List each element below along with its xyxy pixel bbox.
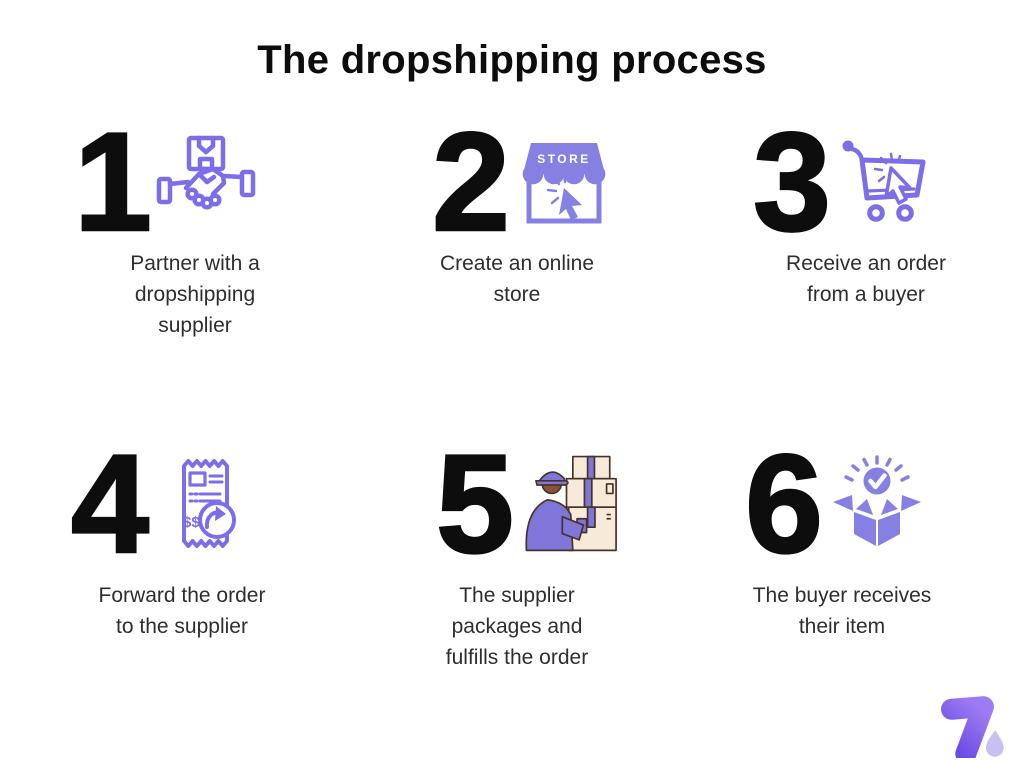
supplier-packing-icon [518,451,634,557]
logo-drop-shape [985,730,1004,757]
step-6: 6 [692,432,992,642]
receipt-forward-icon: $$ [153,454,253,554]
step-1-caption: Partner with a dropshipping supplier [130,252,260,337]
online-store-icon: STORE [514,132,614,232]
step-3: 3 [712,110,1020,310]
step-1: 1 [45,110,345,341]
brand-logo [926,684,1014,758]
step-1-number: 1 [73,103,153,260]
step-2-caption: Create an online store [439,252,595,306]
step-4: 4 $$ Forward the order to the supplier [32,432,332,642]
step-1-head: 1 [15,103,315,260]
step-3-number: 3 [752,103,832,260]
step-3-caption: Receive an order from a buyer [786,252,946,306]
step-2: 2 STORE Create an online [367,110,667,310]
step-4-head: 4 $$ [12,425,312,582]
step-2-number: 2 [431,103,511,260]
step-6-head: 6 [686,425,986,582]
receipt-dollars-label: $$ [183,514,200,531]
step-5-number: 5 [435,425,515,582]
step-6-number: 6 [744,425,824,582]
page-title: The dropshipping process [257,38,767,82]
step-5: 5 [367,432,667,673]
logo-seven-shape [940,696,994,758]
step-5-head: 5 [385,425,685,582]
store-sign-label: STORE [537,152,591,166]
step-4-number: 4 [70,425,150,582]
handshake-box-icon [156,132,256,232]
step-3-head: 3 [690,103,998,260]
step-2-head: 2 STORE [373,103,673,260]
step-4-caption: Forward the order to the supplier [98,584,266,638]
step-6-caption: The buyer receives their item [752,584,932,638]
cart-click-icon [835,132,935,232]
open-box-check-icon [827,454,927,554]
step-5-caption: The supplier packages and fulfills the o… [445,584,589,669]
